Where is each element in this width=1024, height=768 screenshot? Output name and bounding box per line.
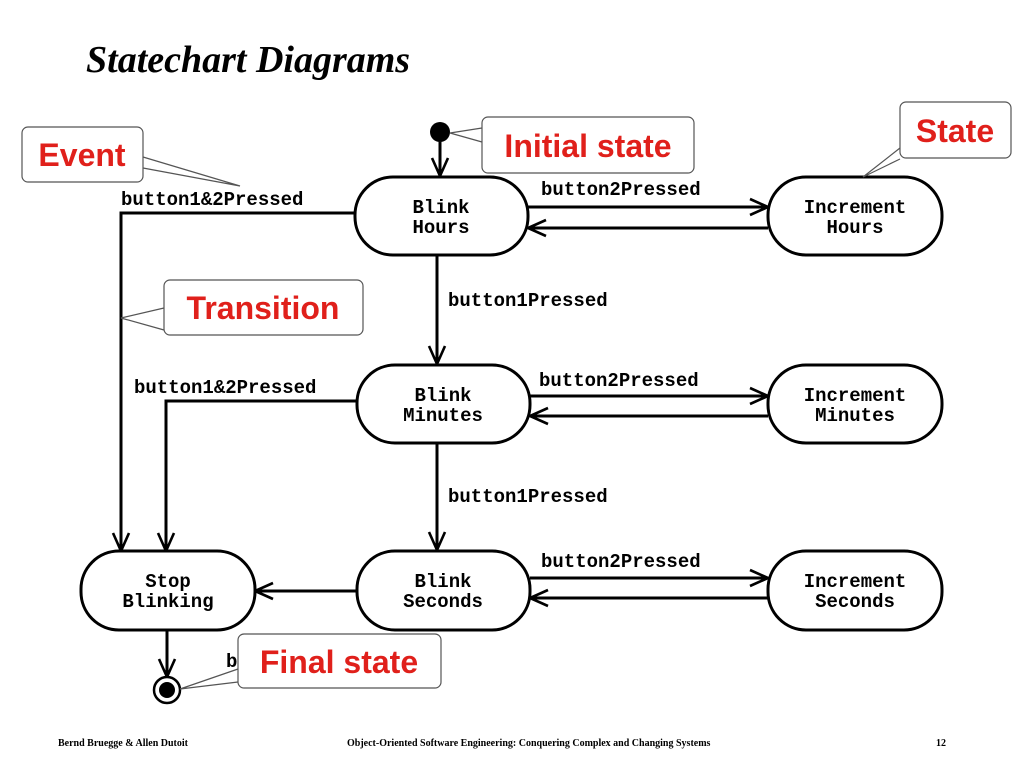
callout-label-final-state: Final state [260,644,418,680]
state-label-blink-minutes-line1: Blink [414,385,471,407]
state-label-increment-minutes-line2: Minutes [815,405,895,427]
callout-box-final-state [237,633,442,689]
callout-pointer-final-state [179,668,239,690]
state-label-increment-minutes-line1: Increment [804,385,907,407]
state-label-stop-blinking-line1: Stop [145,571,191,593]
event-label-button2-hours: button2Pressed [541,179,701,201]
state-label-increment-seconds-line1: Increment [804,571,907,593]
event-label-button12-hours: button1&2Pressed [121,189,303,211]
state-label-blink-hours-line2: Hours [412,217,469,239]
state-increment-seconds [766,549,944,632]
event-label-button2-minutes: button2Pressed [539,370,699,392]
state-label-increment-hours-line2: Hours [826,217,883,239]
state-label-blink-seconds-line1: Blink [414,571,471,593]
callout-pointer-state [862,147,901,178]
state-label-increment-seconds-line2: Seconds [815,591,895,613]
state-label-blink-minutes-line2: Minutes [403,405,483,427]
event-label-button1-minutes-to-seconds: button1Pressed [448,486,608,508]
callout-label-transition: Transition [187,290,340,326]
state-label-blink-seconds-line2: Seconds [403,591,483,613]
callout-label-state: State [916,113,994,149]
state-increment-hours [766,175,944,257]
callout-pointer-transition [120,307,165,331]
state-label-blink-hours-line1: Blink [412,197,469,219]
footer-book-title: Object-Oriented Software Engineering: Co… [347,738,711,749]
event-label-button2-seconds: button2Pressed [541,551,701,573]
callout-box-initial-state [481,116,695,174]
state-increment-minutes [766,363,944,445]
state-blink-minutes [355,363,532,445]
state-stop-blinking [79,549,257,632]
callout-box-transition [163,279,364,336]
callout-label-event: Event [38,137,125,173]
initial-state-dot [430,122,450,142]
footer-authors: Bernd Bruegge & Allen Dutoit [58,738,189,749]
event-label-button12-minutes: button1&2Pressed [134,377,316,399]
event-label-button1-hours-to-minutes: button1Pressed [448,290,608,312]
footer-page-number: 12 [936,738,946,749]
transition-blinkminutes-to-stopblinking [166,399,357,551]
state-label-increment-hours-line1: Increment [804,197,907,219]
slide-title: Statechart Diagrams [86,39,411,81]
state-label-stop-blinking-line2: Blinking [122,591,213,613]
callout-pointer-initial-state [449,127,483,143]
callout-pointer-event [142,156,241,187]
state-blink-hours [353,175,530,257]
transition-blinkhours-to-stopblinking [121,211,355,551]
state-blink-seconds [355,549,532,632]
callout-box-event [21,126,144,183]
callout-box-state [899,101,1012,159]
final-state-dot [159,682,175,698]
callout-label-initial-state: Initial state [504,128,671,164]
